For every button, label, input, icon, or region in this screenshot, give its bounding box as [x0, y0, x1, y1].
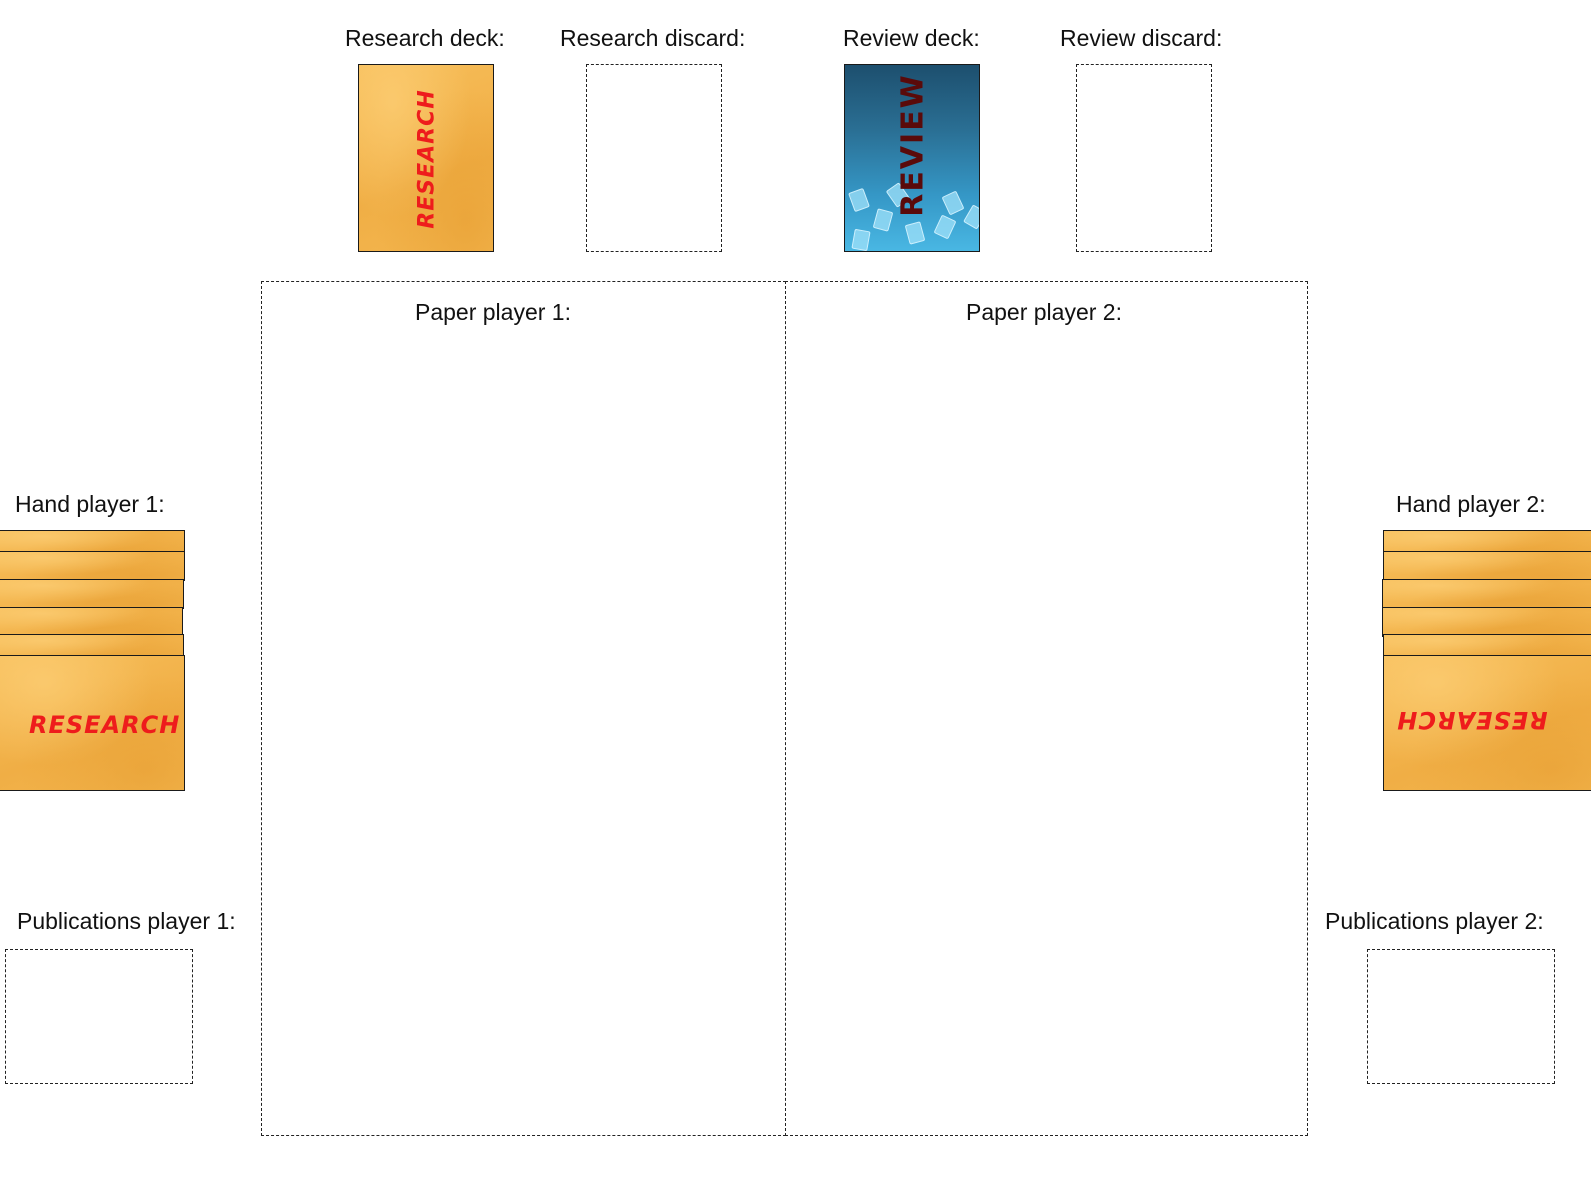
- review-card-text: REVIEW: [895, 73, 931, 217]
- hand-card[interactable]: RESEARCH: [1383, 655, 1591, 791]
- hand-card[interactable]: [0, 607, 183, 637]
- hand-card[interactable]: [0, 579, 184, 609]
- hand-card[interactable]: [1383, 551, 1591, 581]
- hand-card[interactable]: [1382, 607, 1591, 637]
- publications-player-2-label: Publications player 2:: [1325, 908, 1544, 934]
- publications-player-1-label: Publications player 1:: [17, 908, 236, 934]
- hand-player-2[interactable]: RESEARCH: [1382, 530, 1591, 791]
- envelope-icon: [963, 204, 979, 230]
- hand-card[interactable]: [0, 551, 185, 581]
- envelope-icon: [941, 190, 965, 216]
- envelope-icon: [933, 214, 957, 240]
- research-deck[interactable]: RESEARCH: [358, 64, 494, 252]
- review-deck-label: Review deck:: [843, 25, 980, 51]
- envelope-icon: [872, 208, 894, 232]
- research-discard-label: Research discard:: [560, 25, 746, 51]
- publications-slot-player-1[interactable]: [5, 949, 193, 1084]
- review-discard-slot[interactable]: [1076, 64, 1212, 252]
- envelope-icon: [848, 187, 870, 213]
- envelope-icon: [904, 221, 926, 245]
- paper-player-2-label: Paper player 2:: [966, 299, 1122, 325]
- paper-player-1-label: Paper player 1:: [415, 299, 571, 325]
- hand-player-1-label: Hand player 1:: [15, 491, 165, 517]
- review-deck[interactable]: REVIEW: [844, 64, 980, 252]
- review-discard-label: Review discard:: [1060, 25, 1223, 51]
- research-card-text: RESEARCH: [29, 711, 181, 739]
- hand-card[interactable]: RESEARCH: [0, 655, 185, 791]
- research-deck-label: Research deck:: [345, 25, 505, 51]
- research-card-text: RESEARCH: [1396, 706, 1548, 734]
- research-card-text: RESEARCH: [414, 89, 440, 229]
- research-discard-slot[interactable]: [586, 64, 722, 252]
- hand-player-2-label: Hand player 2:: [1396, 491, 1546, 517]
- publications-slot-player-2[interactable]: [1367, 949, 1555, 1084]
- hand-player-1[interactable]: RESEARCH: [0, 530, 185, 791]
- paper-area-player-1[interactable]: Paper player 1:: [261, 281, 786, 1136]
- hand-card[interactable]: [1382, 579, 1591, 609]
- paper-area-player-2[interactable]: Paper player 2:: [785, 281, 1308, 1136]
- envelope-icon: [851, 228, 871, 251]
